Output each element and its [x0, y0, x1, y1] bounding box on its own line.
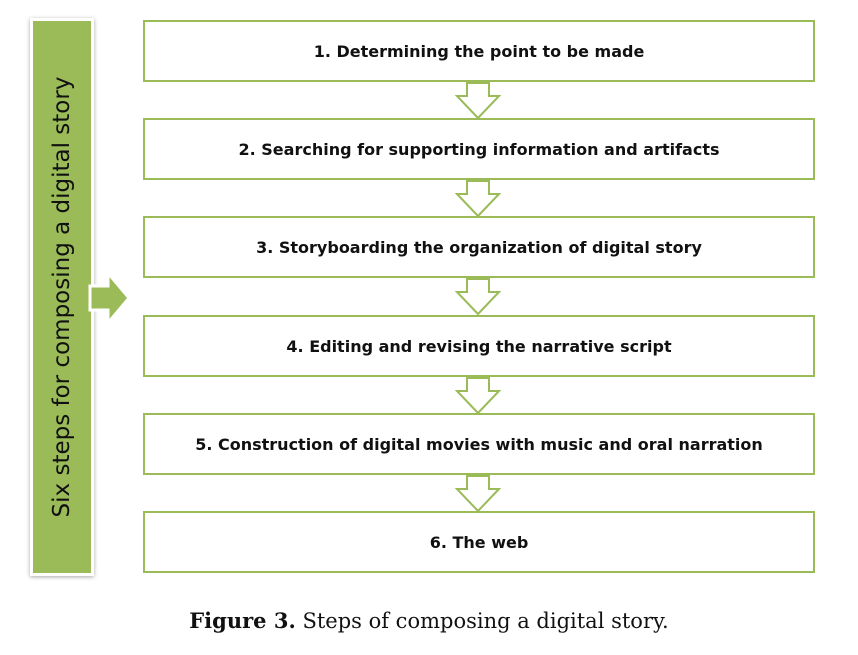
down-arrow-icon [455, 82, 501, 120]
step-label: 5. Construction of digital movies with m… [195, 434, 763, 454]
step-label: 2. Searching for supporting information … [238, 139, 720, 159]
down-arrow-icon [455, 180, 501, 218]
side-label-panel: Six steps for composing a digital story [30, 18, 94, 576]
step-box-5: 5. Construction of digital movies with m… [143, 413, 815, 475]
step-label: 6. The web [429, 532, 529, 552]
caption-text: Steps of composing a digital story. [295, 609, 669, 633]
side-label: Six steps for composing a digital story [49, 76, 75, 518]
down-arrow-icon [455, 475, 501, 513]
step-label: 4. Editing and revising the narrative sc… [286, 336, 672, 356]
caption-label: Figure 3. [189, 608, 296, 633]
step-label: 3. Storyboarding the organization of dig… [256, 237, 702, 257]
step-box-1: 1. Determining the point to be made [143, 20, 815, 82]
right-arrow-icon [88, 270, 131, 326]
step-box-3: 3. Storyboarding the organization of dig… [143, 216, 815, 278]
step-box-2: 2. Searching for supporting information … [143, 118, 815, 180]
step-box-6: 6. The web [143, 511, 815, 573]
figure-caption: Figure 3. Steps of composing a digital s… [0, 608, 858, 633]
step-label: 1. Determining the point to be made [313, 41, 645, 61]
down-arrow-icon [455, 377, 501, 415]
side-label-fill: Six steps for composing a digital story [33, 21, 91, 573]
step-box-4: 4. Editing and revising the narrative sc… [143, 315, 815, 377]
down-arrow-icon [455, 278, 501, 316]
